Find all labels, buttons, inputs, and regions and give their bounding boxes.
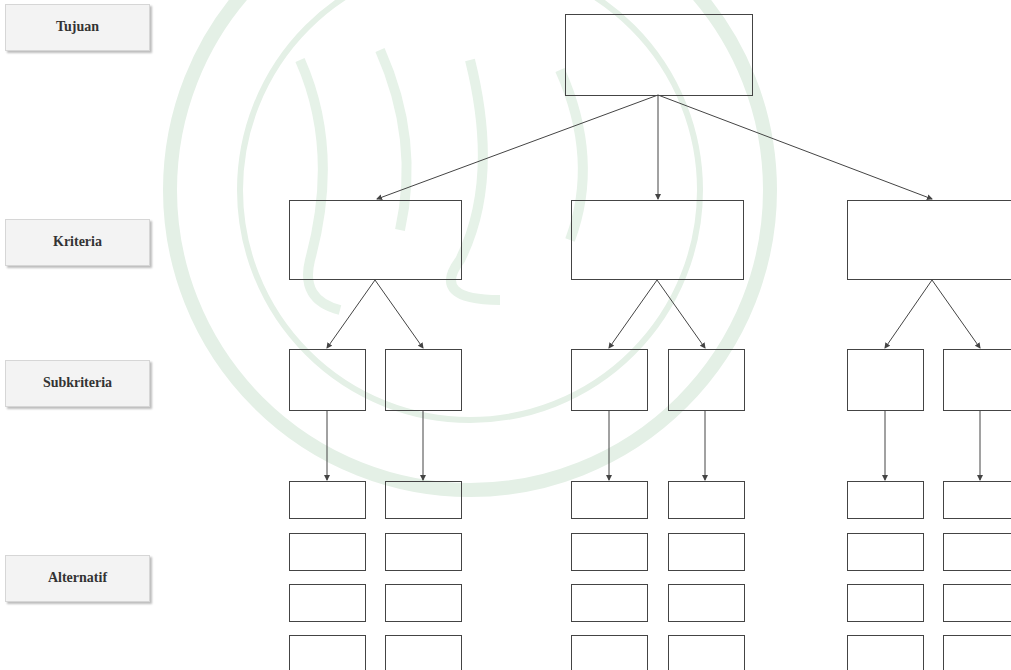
- alternative-box: [386, 534, 462, 571]
- alternative-box: [572, 636, 648, 670]
- alternative-box: [944, 534, 1011, 571]
- watermark-calligraphy: [300, 50, 583, 310]
- alternative-box: [669, 482, 745, 519]
- empty-boxes: [290, 15, 1011, 411]
- alternative-box: [386, 585, 462, 622]
- alternative-box: [290, 534, 366, 571]
- alternative-boxes: [290, 482, 1011, 670]
- level-label: Kriteria: [5, 219, 150, 266]
- level-name: Kriteria: [53, 234, 102, 250]
- alternative-box: [848, 636, 924, 670]
- watermark: [170, 0, 770, 490]
- alternative-box: [848, 585, 924, 622]
- alternative-box: [944, 636, 1011, 670]
- level-name: Alternatif: [48, 570, 107, 586]
- alternative-box: [290, 482, 366, 519]
- alternative-box: [572, 585, 648, 622]
- alternative-box: [669, 534, 745, 571]
- alternative-box: [572, 482, 648, 519]
- level-name: Tujuan: [56, 19, 99, 35]
- alternative-box: [386, 636, 462, 670]
- alternative-box: [848, 482, 924, 519]
- alternative-box: [290, 636, 366, 670]
- alternative-box: [848, 534, 924, 571]
- level-label: Subkriteria: [5, 360, 150, 407]
- alternative-box: [944, 585, 1011, 622]
- alternative-box: [290, 585, 366, 622]
- alternative-box: [669, 585, 745, 622]
- alternative-box: [386, 482, 462, 519]
- alternative-box: [572, 534, 648, 571]
- alternative-box: [944, 482, 1011, 519]
- level-label: Alternatif: [5, 555, 150, 602]
- hierarchy-arrows: [327, 95, 980, 480]
- level-label: Tujuan: [5, 4, 150, 51]
- level-name: Subkriteria: [43, 375, 112, 391]
- alternative-box: [669, 636, 745, 670]
